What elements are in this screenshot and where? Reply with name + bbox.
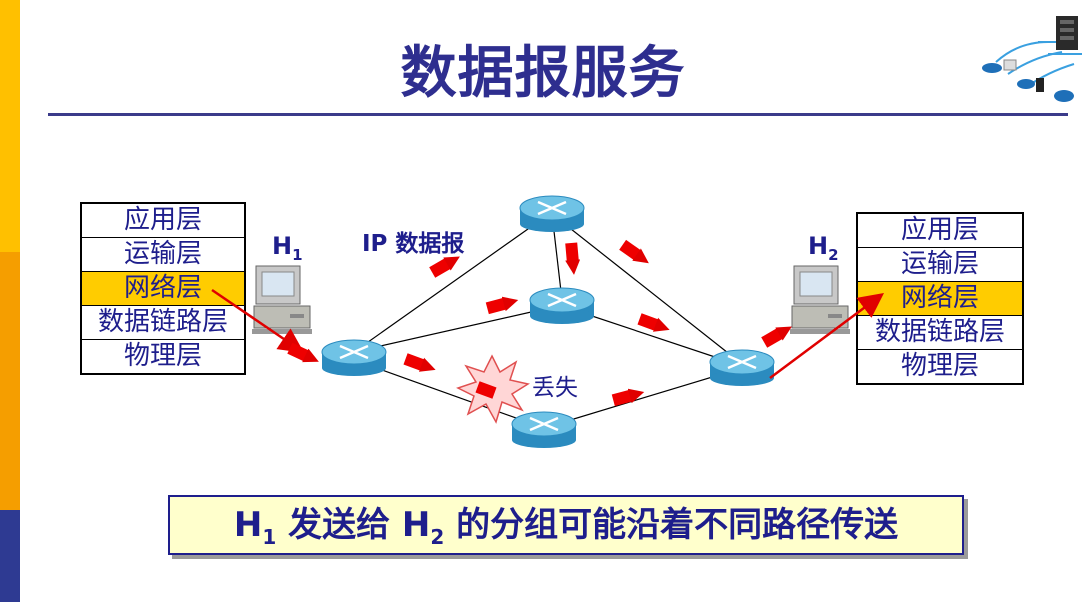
caption-middle-text: 发送给 — [276, 505, 402, 545]
right-layer-physical: 物理层 — [900, 351, 979, 381]
datagram-packets — [287, 239, 792, 407]
link-r1-rmid — [353, 304, 563, 353]
router-icons — [321, 195, 775, 448]
router-top-icon — [519, 195, 585, 232]
caption-tail-text: 的分组可能沿着不同路径传送 — [444, 505, 899, 545]
packet-icon — [403, 353, 436, 372]
host2-computer-icon — [790, 265, 850, 334]
network-logo-icon — [982, 16, 1082, 102]
host2-subscript: 2 — [828, 245, 839, 264]
host1-label: H1 — [272, 232, 303, 264]
right-protocol-stack: 应用层 运输层 网络层 数据链路层 物理层 — [856, 212, 1024, 385]
slide-title: 数据报服务 — [400, 41, 686, 106]
packet-icon — [287, 342, 319, 363]
left-layer-network: 网络层 — [82, 272, 244, 306]
caption-h1-letter: H — [233, 505, 263, 545]
host2-letter: H — [808, 232, 829, 260]
caption-h2-subscript: 2 — [430, 524, 445, 549]
router-left-icon — [321, 339, 387, 376]
right-layer-application: 应用层 — [858, 214, 1022, 248]
packet-icon — [637, 313, 670, 332]
packet-icon — [475, 381, 497, 399]
packet-icon — [565, 242, 581, 275]
datagram-label: IP 数据报 — [362, 231, 465, 257]
packet-icon — [761, 326, 792, 348]
right-layer-datalink: 数据链路层 — [858, 316, 1022, 350]
accent-segment-orange — [0, 252, 20, 510]
link-rtop-rright — [551, 213, 743, 365]
host1-computer-icon — [252, 265, 312, 334]
left-accent-bar — [0, 0, 20, 602]
packet-icon — [429, 256, 460, 278]
accent-segment-blue — [0, 510, 20, 602]
host1-subscript: 1 — [292, 245, 303, 264]
h1-network-arrow — [211, 288, 305, 353]
title-underline — [48, 113, 1068, 116]
packet-icon — [619, 239, 649, 264]
link-r1-rbot — [353, 359, 545, 429]
left-layer-physical: 物理层 — [123, 341, 202, 371]
left-protocol-stack: 应用层 运输层 网络层 数据链路层 物理层 — [80, 202, 246, 375]
caption-box: H1 发送给 H2 的分组可能沿着不同路径传送 — [168, 495, 964, 555]
caption-h2-letter: H — [401, 505, 431, 545]
accent-segment-yellow — [0, 0, 20, 252]
packet-icon — [611, 388, 645, 407]
left-layer-application: 应用层 — [82, 204, 244, 238]
right-layer-transport: 运输层 — [858, 248, 1022, 282]
caption-h1-subscript: 1 — [262, 524, 277, 549]
host1-letter: H — [272, 232, 293, 260]
link-r1-rtop — [353, 211, 553, 353]
right-layer-network: 网络层 — [858, 282, 1022, 316]
lost-label: 丢失 — [532, 375, 578, 401]
left-layer-datalink: 数据链路层 — [82, 306, 244, 340]
router-right-icon — [709, 349, 775, 386]
h2-network-arrow — [769, 293, 885, 380]
router-bottom-icon — [511, 411, 577, 448]
router-middle-icon — [529, 287, 595, 324]
packet-icon — [485, 296, 519, 315]
left-layer-transport: 运输层 — [82, 238, 244, 272]
host2-label: H2 — [808, 232, 839, 264]
